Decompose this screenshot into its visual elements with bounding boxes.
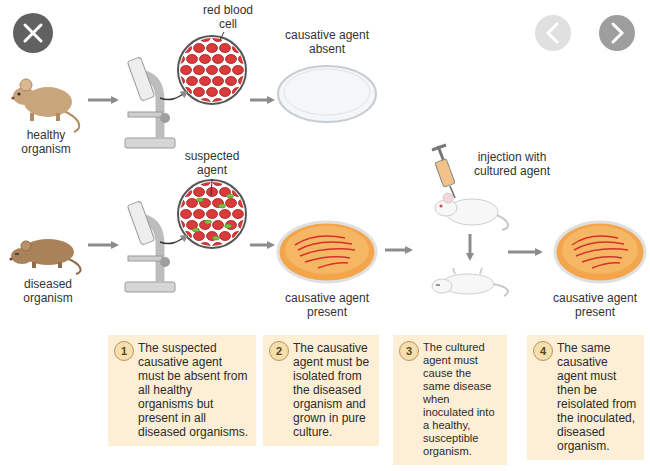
- postulate-text: The causative agent must be isolated fro…: [293, 335, 373, 439]
- microscope: [125, 201, 175, 292]
- leader-line: [220, 32, 224, 40]
- caption-label: suspected agent: [178, 149, 246, 177]
- magnified-view: [178, 36, 246, 104]
- number-text: 3: [406, 346, 412, 357]
- postulate-text: The same causative agent must then be re…: [557, 335, 638, 453]
- culture-plate: [555, 222, 645, 282]
- caption-label: causative agent absent: [272, 28, 382, 56]
- leader-line: [211, 179, 212, 196]
- postulate-box: The suspected causative agent must be ab…: [108, 335, 256, 446]
- number-text: 4: [540, 346, 546, 357]
- microscope: [125, 57, 175, 148]
- callout-number: 1: [114, 341, 134, 361]
- callout-number: 3: [399, 341, 419, 361]
- caption-label: red blood cell: [196, 3, 260, 31]
- culture-plate: [278, 222, 376, 282]
- suspected-agents: [193, 194, 234, 240]
- callout-number: 2: [269, 341, 289, 361]
- forward-button: [599, 15, 635, 51]
- syringe: [432, 145, 455, 198]
- close-button: [13, 13, 53, 53]
- caption-label: healthy organism: [6, 128, 86, 156]
- postulate-box: The same causative agent must then be re…: [527, 335, 644, 460]
- caption-label: causative agent present: [270, 291, 384, 319]
- back-button: [535, 15, 571, 51]
- white-mouse: [435, 193, 508, 230]
- red-blood-cells: [168, 33, 263, 108]
- red-blood-cells: [168, 177, 263, 252]
- magnified-view: [178, 180, 246, 248]
- healthy-mouse: [11, 79, 79, 132]
- number-text: 1: [121, 346, 127, 357]
- caption-label: diseased organism: [6, 277, 90, 305]
- empty-petri-dish: [278, 66, 376, 122]
- caption-label: causative agent present: [543, 291, 647, 319]
- postulate-text: The suspected causative agent must be ab…: [138, 335, 250, 439]
- postulate-box: The cultured agent must cause the same d…: [393, 335, 507, 465]
- number-text: 2: [276, 346, 282, 357]
- diseased-mouse: [10, 239, 81, 274]
- caption-label: injection with cultured agent: [462, 150, 562, 178]
- postulate-text: The cultured agent must cause the same d…: [423, 335, 501, 458]
- postulate-box: The causative agent must be isolated fro…: [263, 335, 379, 446]
- callout-number: 4: [533, 341, 553, 361]
- sick-mouse: [432, 268, 508, 296]
